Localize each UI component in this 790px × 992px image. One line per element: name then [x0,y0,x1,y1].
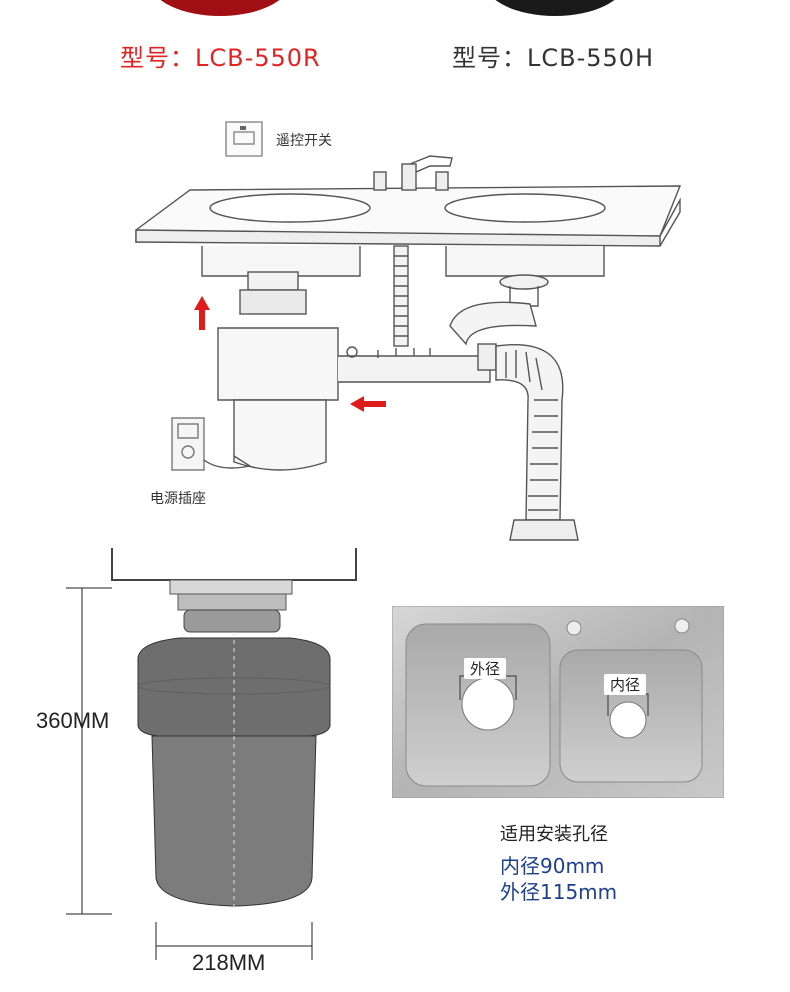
mount-ring [177,593,287,611]
faucet-icon [373,155,453,191]
countertop [135,185,682,247]
width-dimension-label: 218MM [192,950,266,975]
right-drain-hose [449,274,579,541]
garbage-disposer-sketch [217,271,491,471]
mount-flange [169,579,293,595]
sink-bottom [111,548,357,581]
height-dimension-label: 360MM [36,708,110,733]
center-drain-pipe [393,245,409,347]
sink-photo [392,606,724,798]
remote-switch-icon [225,121,263,157]
spec-inner-diameter: 内径90mm [500,854,605,878]
right-bowl-underside [445,246,605,277]
remote-switch-label: 遥控开关 [276,133,332,149]
faucet-hole-2 [674,618,690,634]
model-label-black: 型号：LCB-550H [452,44,655,72]
installation-diagram [135,121,682,541]
black-product-top [495,0,615,16]
power-socket-label: 电源插座 [150,491,206,507]
spec-outer-diameter: 外径115mm [500,880,618,904]
inner-diameter-tag: 内径 [604,674,647,695]
power-socket-icon [171,417,252,471]
red-product-top [160,0,280,16]
dimension-drawing [66,548,357,960]
red-arrow-left-icon [350,396,386,412]
product-top-images [160,0,615,16]
faucet-hole-1 [566,620,582,636]
outer-diameter-tag: 外径 [464,658,507,679]
disposer-upper-body [137,637,331,737]
spec-title: 适用安装孔径 [500,824,608,845]
red-arrow-up-icon [194,296,210,330]
right-drain-hole [609,701,647,739]
left-drain-hole [461,677,515,731]
mount-collar [183,609,281,633]
model-label-red: 型号：LCB-550R [120,44,321,72]
